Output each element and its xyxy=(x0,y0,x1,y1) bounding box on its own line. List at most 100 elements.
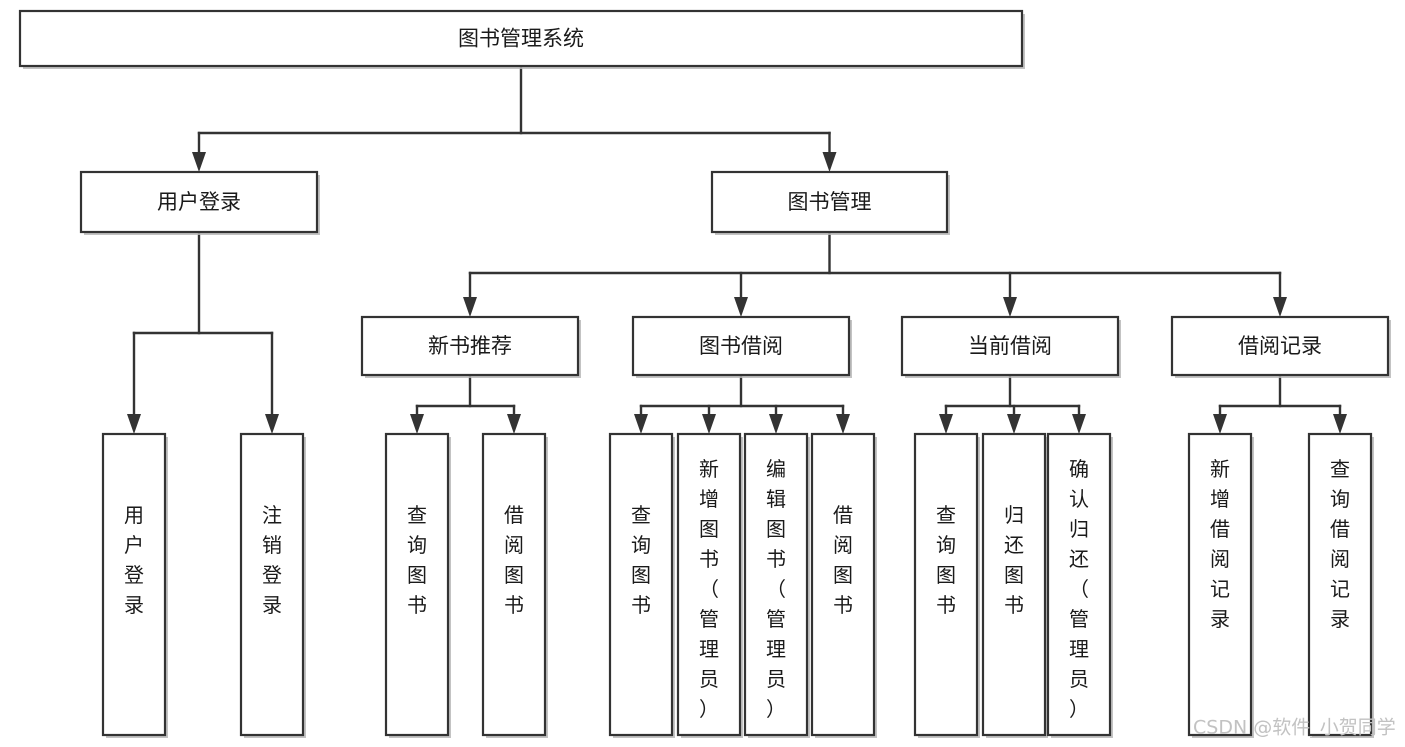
node-label-char: 阅 xyxy=(1330,547,1350,571)
node-label-char: 图 xyxy=(407,563,427,587)
node-label-char: 书 xyxy=(504,593,524,617)
box-outline xyxy=(913,432,979,737)
box-outline xyxy=(18,9,1024,68)
node-label-char: 阅 xyxy=(833,533,853,557)
node-label: 用户登录 xyxy=(157,190,241,214)
arrow-head-icon xyxy=(1003,297,1017,317)
leaf-node-用户登录[interactable]: 用户登录 xyxy=(101,432,168,738)
node-label-char: 管 xyxy=(1069,607,1089,631)
node-label-char: 录 xyxy=(1210,607,1230,631)
node-label-char: 编 xyxy=(766,457,786,481)
node-label-char: ） xyxy=(1069,697,1089,721)
box-outline xyxy=(743,432,809,737)
level3-node-借阅记录[interactable]: 借阅记录 xyxy=(1170,315,1391,378)
box-outline xyxy=(101,432,167,737)
node-label-char: 借 xyxy=(833,503,853,527)
node-label-char: 查 xyxy=(407,503,427,527)
node-label-char: 归 xyxy=(1004,503,1024,527)
box-outline xyxy=(384,432,450,737)
arrow-head-icon xyxy=(1213,414,1227,434)
node-label-char: 理 xyxy=(1069,637,1089,661)
box-outline xyxy=(239,432,305,737)
box-outline xyxy=(360,315,580,377)
arrow-head-icon xyxy=(1007,414,1021,434)
node-label-char: （ xyxy=(1069,577,1089,601)
arrow-head-icon xyxy=(192,152,206,172)
level2-node-用户登录[interactable]: 用户登录 xyxy=(79,170,320,235)
node-label-char: 查 xyxy=(631,503,651,527)
root-node-图书管理系统[interactable]: 图书管理系统 xyxy=(18,9,1025,69)
level2-node-图书管理[interactable]: 图书管理 xyxy=(710,170,950,235)
node-label-char: 书 xyxy=(1004,593,1024,617)
node-label: 当前借阅 xyxy=(968,334,1052,358)
node-label-char: 记 xyxy=(1210,577,1230,601)
arrow-head-icon xyxy=(734,297,748,317)
node-label-char: ） xyxy=(766,697,786,721)
node-label-char: 辑 xyxy=(766,487,786,511)
connector-layer xyxy=(127,64,1347,434)
node-label-char: 询 xyxy=(1330,487,1350,511)
node-label-char: 理 xyxy=(766,637,786,661)
node-label-char: 录 xyxy=(124,593,144,617)
box-outline xyxy=(710,170,949,234)
node-label-char: 登 xyxy=(262,563,282,587)
node-label-char: 销 xyxy=(262,533,282,557)
level3-node-新书推荐[interactable]: 新书推荐 xyxy=(360,315,581,378)
node-label-char: ） xyxy=(699,697,719,721)
level3-node-图书借阅[interactable]: 图书借阅 xyxy=(631,315,852,378)
arrow-head-icon xyxy=(1273,297,1287,317)
edge-group-用户登录 xyxy=(127,230,279,434)
edge-group-借阅记录 xyxy=(1213,373,1347,434)
node-label-char: 询 xyxy=(407,533,427,557)
node-layer: 图书管理系统用户登录图书管理新书推荐图书借阅当前借阅借阅记录用户登录注销登录查询… xyxy=(18,9,1391,738)
node-label-char: 增 xyxy=(699,487,719,511)
node-label-char: 员 xyxy=(1069,667,1089,691)
node-label-char: 理 xyxy=(699,637,719,661)
box-outline xyxy=(1307,432,1373,737)
box-outline xyxy=(481,432,547,737)
node-label-char: 图 xyxy=(504,563,524,587)
arrow-head-icon xyxy=(265,414,279,434)
level3-node-当前借阅[interactable]: 当前借阅 xyxy=(900,315,1121,378)
box-outline xyxy=(676,432,742,737)
node-label-char: （ xyxy=(766,577,786,601)
node-label-char: 询 xyxy=(631,533,651,557)
arrow-head-icon xyxy=(1072,414,1086,434)
arrow-head-icon xyxy=(634,414,648,434)
node-label-char: 还 xyxy=(1069,547,1089,571)
arrow-head-icon xyxy=(410,414,424,434)
node-label-char: 新 xyxy=(1210,457,1230,481)
node-label-char: 认 xyxy=(1069,487,1089,511)
edge-group-图书管理系统 xyxy=(192,64,837,172)
node-label-char: 用 xyxy=(124,503,144,527)
node-label-char: 书 xyxy=(936,593,956,617)
node-label-char: 借 xyxy=(1330,517,1350,541)
edge-group-图书管理 xyxy=(463,230,1287,317)
box-outline xyxy=(810,432,876,737)
csdn-watermark: CSDN @软件_小贺同学 xyxy=(1193,717,1396,739)
node-label-char: 书 xyxy=(699,547,719,571)
arrow-head-icon xyxy=(507,414,521,434)
node-label-char: 借 xyxy=(504,503,524,527)
box-outline xyxy=(79,170,319,234)
arrow-head-icon xyxy=(769,414,783,434)
watermark-layer: CSDN @软件_小贺同学 xyxy=(1193,717,1396,739)
box-outline xyxy=(608,432,674,737)
node-label-char: 管 xyxy=(766,607,786,631)
node-label-char: 管 xyxy=(699,607,719,631)
arrow-head-icon xyxy=(702,414,716,434)
arrow-head-icon xyxy=(127,414,141,434)
